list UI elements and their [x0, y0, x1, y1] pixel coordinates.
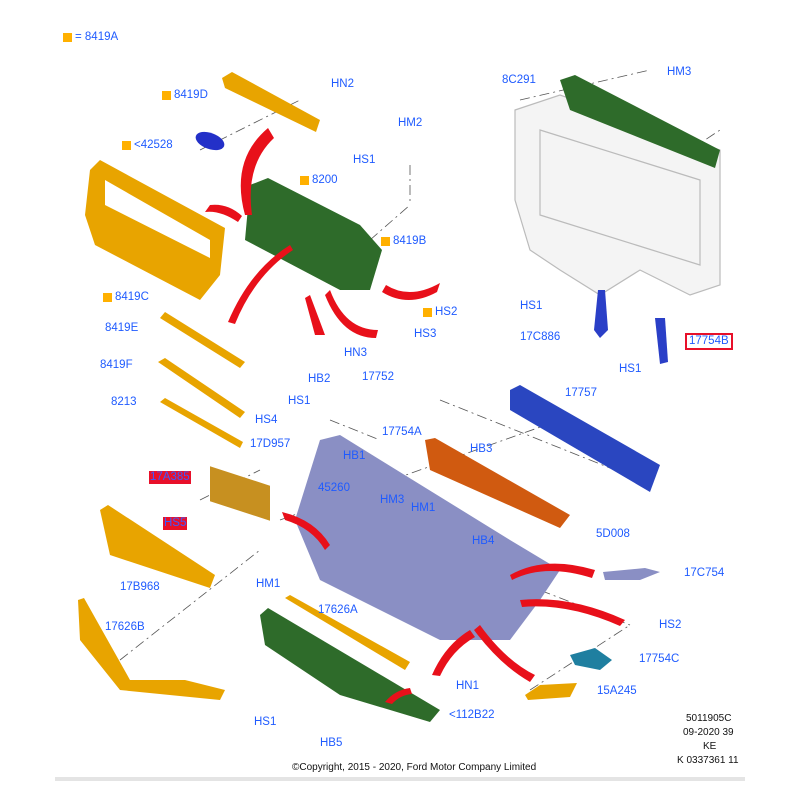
- part-label-17C886[interactable]: 17C886: [520, 331, 561, 343]
- ford-oval-emblem: [195, 131, 225, 151]
- part-label-15A245[interactable]: 15A245: [597, 685, 637, 697]
- part-label-HB1[interactable]: HB1: [343, 450, 366, 462]
- footer-divider: [55, 777, 745, 781]
- grille-bar-8419E: [160, 312, 245, 368]
- part-label-HN1[interactable]: HN1: [456, 680, 480, 692]
- part-label-HM3[interactable]: HM3: [380, 494, 405, 506]
- lower-trim-17626B: [78, 598, 225, 700]
- part-label-112B22[interactable]: <112B22: [449, 709, 495, 721]
- part-label-17757[interactable]: 17757: [565, 387, 597, 399]
- part-label-HS2[interactable]: HS2: [435, 306, 458, 318]
- part-label-17A385-highlighted[interactable]: 17A385: [149, 471, 191, 484]
- assembly-arrows: [205, 128, 625, 704]
- bracket-17754B: [655, 318, 668, 364]
- part-label-HS1[interactable]: HS1: [288, 395, 311, 407]
- part-label-17C754[interactable]: 17C754: [684, 567, 725, 579]
- part-label-17B968[interactable]: 17B968: [120, 581, 160, 593]
- grille-surround-8419C: [85, 160, 225, 300]
- upper-shield-8C291: [560, 75, 720, 168]
- marker-8419A: [103, 293, 112, 302]
- part-label-8213[interactable]: 8213: [111, 396, 137, 408]
- part-label-HB2[interactable]: HB2: [308, 373, 331, 385]
- marker-8419A: [162, 91, 171, 100]
- part-label-8419C[interactable]: 8419C: [115, 291, 149, 303]
- part-label-HB4[interactable]: HB4: [472, 535, 495, 547]
- part-label-HB5[interactable]: HB5: [320, 737, 343, 749]
- part-label-8C291[interactable]: 8C291: [502, 74, 536, 86]
- illustration-code: KE: [703, 741, 717, 752]
- part-label-HS1[interactable]: HS1: [254, 716, 277, 728]
- part-label-17754A[interactable]: 17754A: [382, 426, 422, 438]
- part-label-HS4[interactable]: HS4: [255, 414, 278, 426]
- part-label-17754C[interactable]: 17754C: [639, 653, 680, 665]
- legend-swatch: [63, 33, 72, 42]
- bracket-17754C: [570, 648, 612, 670]
- marker-8419A: [122, 141, 131, 150]
- illustration-date: 09-2020 39: [683, 727, 734, 738]
- valance-17626A: [285, 595, 410, 670]
- part-label-HN2[interactable]: HN2: [331, 78, 355, 90]
- reinforcement-17757: [510, 385, 660, 492]
- grille-bar-8419D: [222, 72, 320, 132]
- part-label-45260[interactable]: 45260: [318, 482, 350, 494]
- part-label-17752[interactable]: 17752: [362, 371, 394, 383]
- part-label-17626A[interactable]: 17626A: [318, 604, 358, 616]
- part-label-17D957[interactable]: 17D957: [250, 438, 291, 450]
- part-label-8419B[interactable]: 8419B: [393, 235, 427, 247]
- illustration-ref: 5011905C: [686, 713, 732, 724]
- part-label-42528[interactable]: <42528: [134, 139, 173, 151]
- fog-bezel-15A245: [525, 683, 577, 700]
- part-label-HM3[interactable]: HM3: [667, 66, 692, 78]
- part-label-HS1[interactable]: HS1: [520, 300, 543, 312]
- marker-8419A: [423, 308, 432, 317]
- part-label-8419F[interactable]: 8419F: [100, 359, 133, 371]
- part-label-HS1[interactable]: HS1: [353, 154, 376, 166]
- marker-8419A: [300, 176, 309, 185]
- part-label-HS5-highlighted[interactable]: HS5: [163, 517, 188, 530]
- grille-8200: [245, 178, 382, 290]
- marker-8419A: [381, 237, 390, 246]
- part-label-HS3[interactable]: HS3: [414, 328, 437, 340]
- part-label-8419E[interactable]: 8419E: [105, 322, 139, 334]
- bumper-cover-17D957: [295, 435, 560, 640]
- illustration-kcode: K 0337361 11: [677, 755, 739, 766]
- part-label-HM2[interactable]: HM2: [398, 117, 423, 129]
- grille-bar-8419F: [158, 358, 245, 418]
- grille-bar-8213: [160, 398, 243, 448]
- part-label-17626B[interactable]: 17626B: [105, 621, 145, 633]
- part-label-8200[interactable]: 8200: [312, 174, 338, 186]
- bracket-17C886: [594, 290, 608, 338]
- legend-label: = 8419A: [75, 31, 119, 43]
- part-label-8419D[interactable]: 8419D: [174, 89, 208, 101]
- part-label-HM1[interactable]: HM1: [256, 578, 281, 590]
- lower-grille-17B968: [100, 505, 215, 588]
- part-label-17754B-highlighted[interactable]: 17754B: [685, 333, 733, 350]
- copyright: ©Copyright, 2015 - 2020, Ford Motor Comp…: [292, 762, 537, 773]
- trim-17C754: [603, 568, 660, 580]
- part-label-HS1[interactable]: HS1: [619, 363, 642, 375]
- part-label-HM1[interactable]: HM1: [411, 502, 436, 514]
- absorber-5D008: [425, 438, 570, 528]
- part-label-5D008[interactable]: 5D008: [596, 528, 630, 540]
- part-label-HB3[interactable]: HB3: [470, 443, 493, 455]
- license-plate-bracket-17A385: [210, 466, 270, 521]
- part-label-HN3[interactable]: HN3: [344, 347, 368, 359]
- part-label-HS2[interactable]: HS2: [659, 619, 682, 631]
